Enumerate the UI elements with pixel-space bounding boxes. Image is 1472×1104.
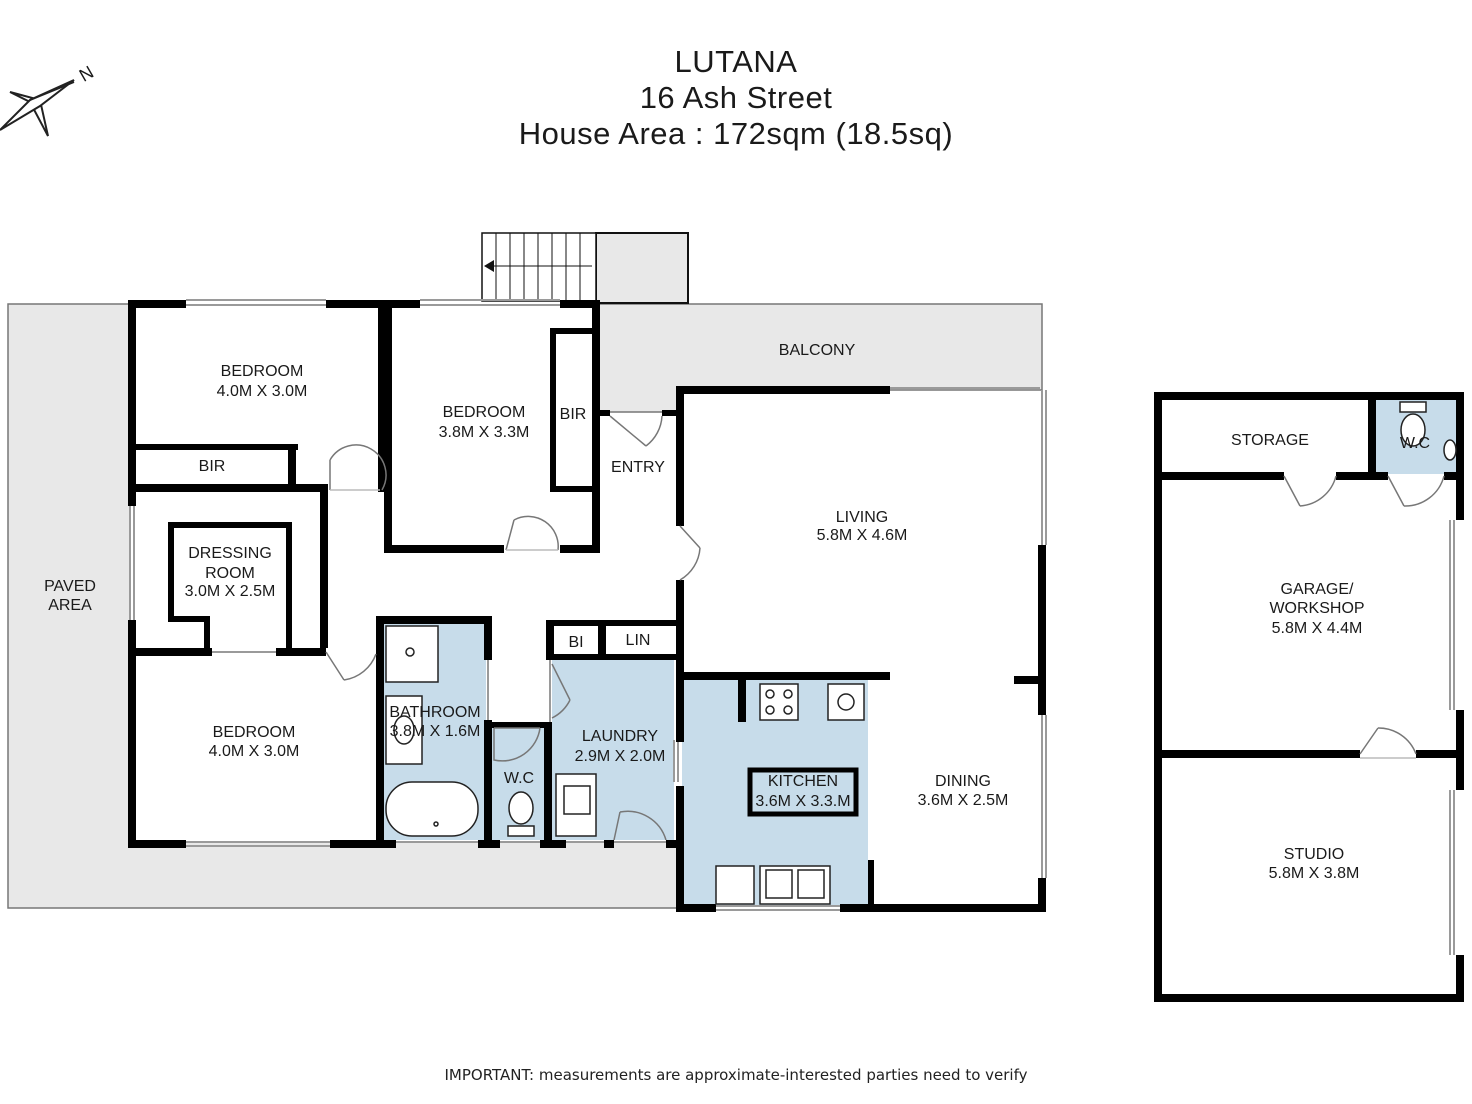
garage-size: 5.8M X 4.4M: [1272, 620, 1363, 637]
bedroom2-size: 3.8M X 3.3M: [439, 424, 530, 441]
wc-garage-label: W.C: [1400, 435, 1430, 452]
garage-line1: GARAGE/: [1281, 581, 1354, 598]
wc-main-label: W.C: [504, 770, 534, 787]
balcony-label: BALCONY: [779, 342, 856, 359]
bedroom3-size: 4.0M X 3.0M: [209, 743, 300, 760]
living-name: LIVING: [836, 509, 888, 526]
walls: [128, 300, 1464, 1002]
laundry-tub-icon: [555, 773, 597, 837]
toilet-icon: [507, 791, 535, 837]
measurement-disclaimer: IMPORTANT: measurements are approximate-…: [444, 1066, 1028, 1084]
kitchen-name: KITCHEN: [768, 773, 838, 790]
storage-label: STORAGE: [1231, 432, 1309, 449]
wet-areas: [382, 398, 1456, 906]
studio-size: 5.8M X 3.8M: [1269, 865, 1360, 882]
bedroom1-name: BEDROOM: [221, 363, 304, 380]
room-labels: BEDROOM 4.0M X 3.0M BIR BEDROOM 3.8M X 3…: [44, 342, 1430, 882]
bir2-label: BIR: [560, 406, 587, 423]
plan-address: 16 Ash Street: [639, 80, 833, 115]
windows: [129, 299, 1455, 955]
oven-icon: [827, 683, 865, 721]
dressing-line1: DRESSING: [188, 545, 272, 562]
plan-suburb: LUTANA: [674, 44, 798, 79]
garage-toilet-icon: [1399, 401, 1457, 461]
doors: [325, 415, 1445, 841]
bedroom2-name: BEDROOM: [443, 404, 526, 421]
compass-icon: N: [0, 62, 97, 137]
lin-label: LIN: [626, 632, 651, 649]
kitchen-island: [747, 767, 859, 817]
laundry-name: LAUNDRY: [582, 728, 659, 745]
studio-name: STUDIO: [1284, 846, 1344, 863]
vanity-icon: [385, 695, 423, 765]
entry-label: ENTRY: [611, 459, 665, 476]
bathtub-icon: [385, 781, 479, 837]
dishwasher-icon: [715, 865, 755, 905]
living-size: 5.8M X 4.6M: [817, 527, 908, 544]
bathroom-size: 3.8M X 1.6M: [390, 723, 481, 740]
fixtures: [385, 401, 1457, 905]
plan-house-area: House Area : 172sqm (18.5sq): [518, 116, 954, 151]
shower-icon: [385, 625, 439, 683]
bathroom-name: BATHROOM: [389, 704, 480, 721]
bi-label: BI: [568, 634, 583, 651]
landing: [595, 232, 689, 304]
garage-line2: WORKSHOP: [1269, 600, 1364, 617]
compass-north-label: N: [76, 62, 97, 86]
laundry-size: 2.9M X 2.0M: [575, 748, 666, 765]
dining-name: DINING: [935, 773, 991, 790]
dressing-line2: ROOM: [205, 565, 255, 582]
kitchen-sink-icon: [759, 865, 831, 905]
stairs-icon: [481, 232, 597, 302]
paved-line2: AREA: [48, 597, 92, 614]
cooktop-icon: [759, 683, 799, 721]
bedroom3-name: BEDROOM: [213, 724, 296, 741]
bir1-label: BIR: [199, 458, 226, 475]
dining-size: 3.6M X 2.5M: [918, 792, 1009, 809]
kitchen-size: 3.6M X 3.3.M: [755, 793, 850, 810]
paved-line1: PAVED: [44, 578, 96, 595]
dressing-size: 3.0M X 2.5M: [185, 583, 276, 600]
bedroom1-size: 4.0M X 3.0M: [217, 383, 308, 400]
